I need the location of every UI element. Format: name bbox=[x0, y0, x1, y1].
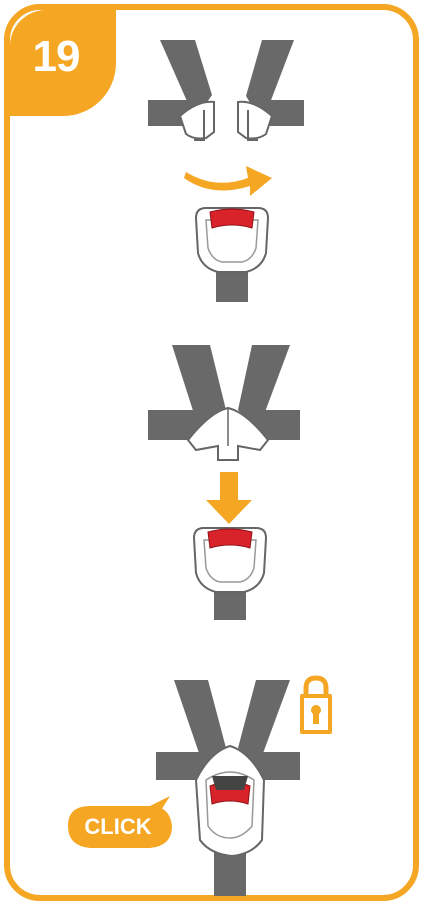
padlock-locked-icon bbox=[300, 675, 332, 734]
step-number: 19 bbox=[32, 32, 81, 81]
click-label: CLICK bbox=[84, 814, 152, 839]
step-badge: 19 bbox=[10, 10, 116, 116]
arrow-curved-right-icon bbox=[184, 166, 272, 196]
step-1-tongue-right bbox=[237, 100, 274, 141]
step-1-buckle bbox=[195, 207, 269, 302]
click-speech-bubble bbox=[68, 796, 172, 848]
step-1-tongue-left bbox=[178, 100, 215, 141]
step-2-tongue-joined bbox=[186, 406, 270, 461]
step-3-buckle-locked bbox=[194, 744, 266, 858]
arrow-down-icon bbox=[206, 472, 252, 524]
step-2-buckle bbox=[193, 527, 267, 620]
step-1-straps bbox=[148, 40, 304, 126]
